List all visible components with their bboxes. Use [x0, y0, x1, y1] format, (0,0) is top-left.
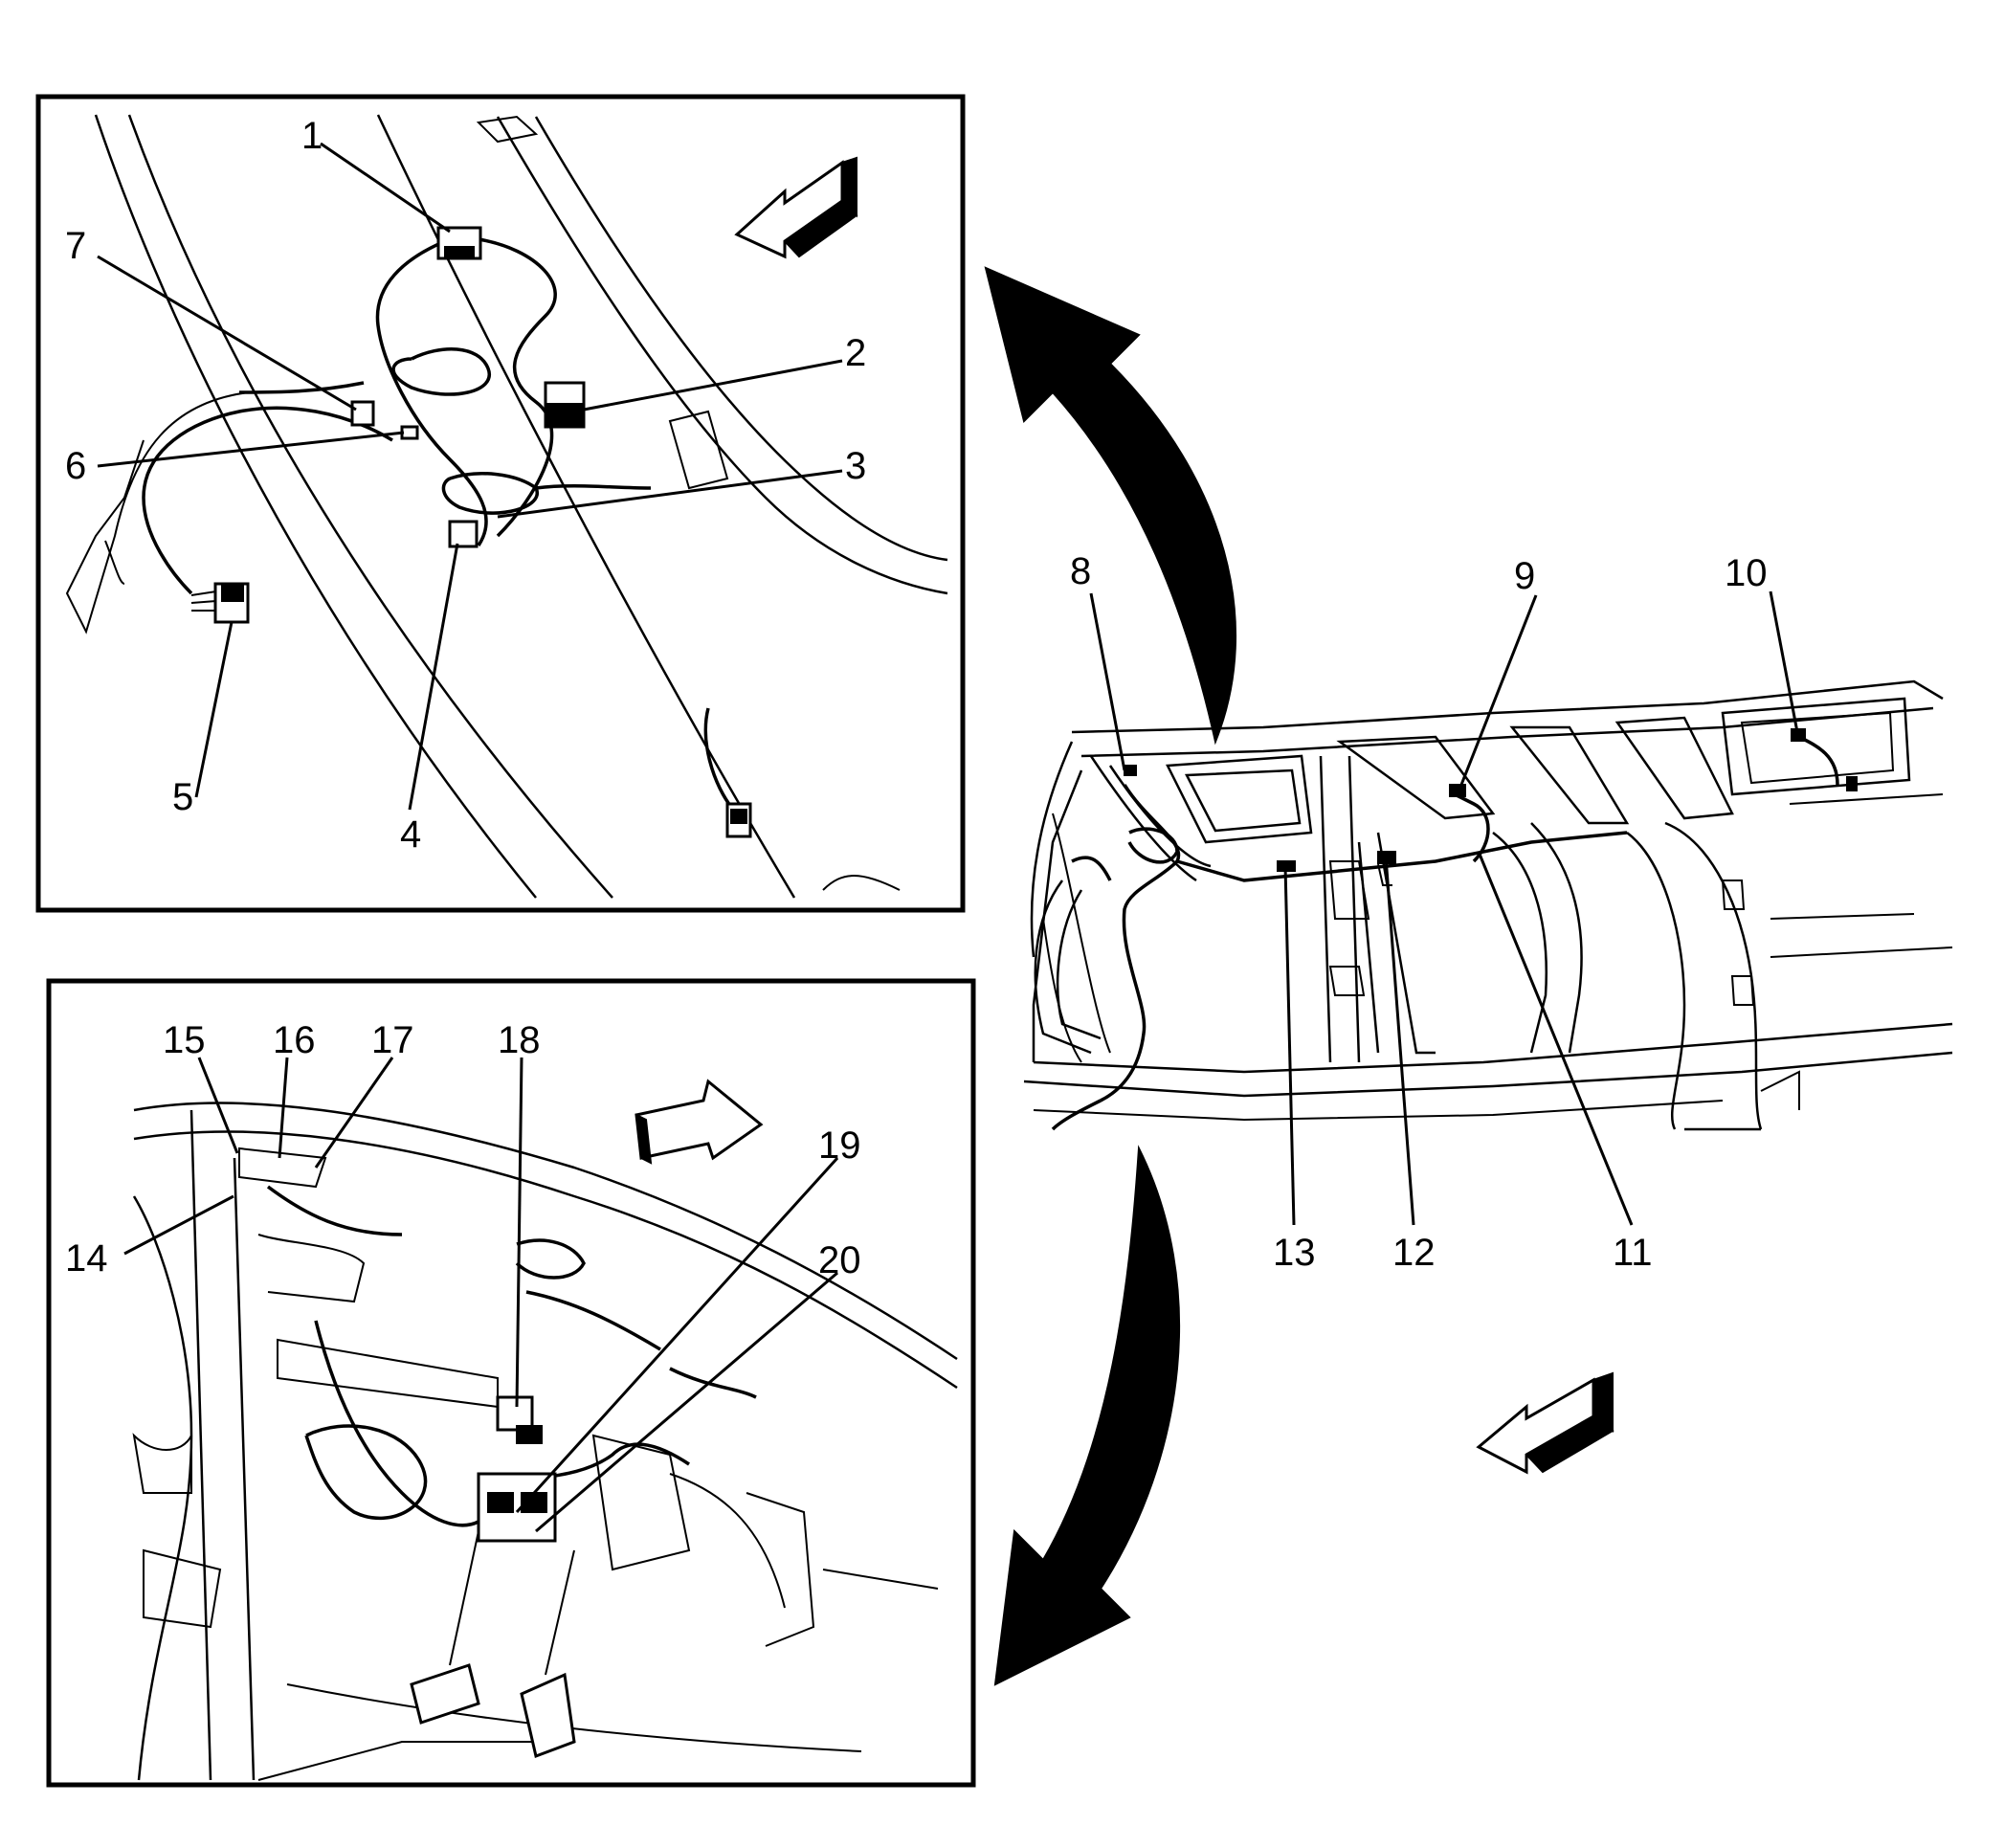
curved-pointer-arrow-icon [993, 1145, 1181, 1686]
connector-5-icon [213, 582, 250, 624]
callout-10: 10 [1725, 552, 1768, 594]
callout-17: 17 [371, 1019, 414, 1061]
brake-pedal-icon [410, 1663, 480, 1725]
callout-19: 19 [818, 1124, 861, 1167]
detail-panel-top: 1 2 3 4 5 6 7 [35, 94, 966, 913]
view-direction-arrow-icon [635, 1079, 764, 1165]
callout-18: 18 [498, 1019, 541, 1061]
callout-2: 2 [845, 332, 866, 374]
callout-16: 16 [273, 1019, 316, 1061]
callout-7: 7 [65, 225, 86, 267]
connector-18-icon [496, 1395, 534, 1432]
view-direction-arrow-icon [734, 156, 858, 259]
callout-14: 14 [65, 1237, 108, 1280]
callout-3: 3 [845, 445, 866, 487]
curved-pointer-arrow-icon [984, 266, 1237, 746]
vehicle-body-view: 8 9 10 11 12 13 [1023, 550, 1953, 1475]
callout-15: 15 [163, 1019, 206, 1061]
callout-20: 20 [818, 1239, 861, 1281]
connector-7-icon [350, 400, 375, 427]
callout-13: 13 [1273, 1232, 1316, 1274]
callout-12: 12 [1392, 1232, 1436, 1274]
clip-6-icon [400, 425, 419, 440]
detail-panel-bottom: 15 16 17 18 19 20 14 [46, 978, 976, 1788]
view-direction-arrow-icon [1476, 1371, 1614, 1475]
callout-8: 8 [1070, 550, 1091, 592]
callout-6: 6 [65, 445, 86, 487]
callout-11: 11 [1613, 1232, 1653, 1274]
accelerator-pedal-icon [520, 1672, 576, 1759]
callout-5: 5 [172, 776, 193, 818]
callout-1: 1 [301, 115, 323, 157]
connector-4-icon [448, 520, 479, 548]
callout-4: 4 [400, 813, 421, 856]
callout-9: 9 [1514, 555, 1535, 597]
